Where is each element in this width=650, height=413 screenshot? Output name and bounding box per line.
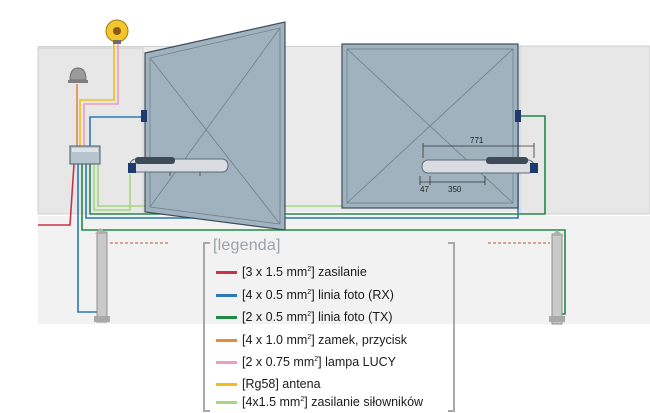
right-photocell-post: [549, 230, 565, 325]
wire-tx-green-right: [89, 115, 546, 215]
lamp-lucy-center: [113, 27, 121, 35]
right-hinge: [515, 110, 521, 122]
floor-band: [38, 216, 650, 324]
legend-item-tx: [2 x 0.5 mm2] linia foto (TX): [216, 308, 392, 326]
right-pillar: [519, 45, 650, 215]
legend-item-motors: [4x1.5 mm2] zasilanie siłowników: [216, 393, 423, 411]
wire-rx-blue-post: [77, 164, 97, 313]
control-box-top: [72, 148, 98, 152]
legend-swatch-tx: [216, 315, 237, 319]
right-gate-diag-2: [346, 48, 514, 204]
legend-label-power: [3 x 1.5 mm2] zasilanie: [242, 265, 367, 279]
legend-swatch-motors: [216, 400, 237, 404]
legend-label-rx: [4 x 0.5 mm2] linia foto (RX): [242, 288, 394, 302]
legend-label-tx: [2 x 0.5 mm2] linia foto (TX): [242, 310, 393, 324]
dimension-left: 47: [420, 185, 429, 194]
legend-title: [legenda]: [213, 237, 281, 254]
left-gate-leaf: [144, 21, 286, 231]
right-gate-inner: [346, 48, 514, 204]
legend-swatch-rx: [216, 293, 237, 297]
left-motor: [128, 157, 229, 176]
right-motor: [421, 157, 538, 174]
wire-lamp-pink: [83, 40, 119, 146]
left-photocell-post: [94, 228, 110, 323]
legend-bracket-right: [448, 242, 455, 412]
left-hinge: [141, 110, 147, 122]
wire-antenna-yellow: [79, 40, 115, 146]
legend-swatch-lock: [216, 338, 237, 342]
lamp-lucy-base: [113, 40, 121, 44]
key-switch-icon: [69, 67, 87, 81]
wire-rx-blue-top: [89, 116, 143, 146]
legend: [legenda] [3 x 1.5 mm2] zasilanie [4 x 0…: [203, 236, 455, 412]
dimension-lines: [419, 143, 535, 185]
key-switch-base: [68, 80, 88, 83]
legend-label-antenna: [Rg58] antena: [242, 377, 321, 391]
legend-swatch-lamp: [216, 360, 237, 364]
left-gate-diag-2: [149, 27, 281, 208]
legend-bracket-left: [203, 242, 210, 412]
legend-item-lamp: [2 x 0.75 mm2] lampa LUCY: [216, 353, 396, 371]
legend-label-lock: [4 x 1.0 mm2] zamek, przycisk: [242, 333, 408, 347]
legend-item-rx: [4 x 0.5 mm2] linia foto (RX): [216, 286, 394, 304]
wire-power-red: [38, 163, 75, 226]
dimension-total: 771: [470, 136, 484, 145]
legend-item-power: [3 x 1.5 mm2] zasilanie: [216, 263, 367, 281]
legend-swatch-power: [216, 270, 237, 274]
legend-label-lamp: [2 x 0.75 mm2] lampa LUCY: [242, 355, 396, 369]
legend-item-antenna: [Rg58] antena: [216, 375, 321, 393]
left-gate-diag-1: [149, 57, 281, 225]
legend-item-lock: [4 x 1.0 mm2] zamek, przycisk: [216, 331, 407, 349]
wire-motor-lightgreen-1: [93, 164, 131, 211]
legend-label-motors: [4x1.5 mm2] zasilanie siłowników: [242, 395, 424, 409]
dimension-right: 350: [448, 185, 462, 194]
legend-swatch-antenna: [216, 382, 237, 386]
